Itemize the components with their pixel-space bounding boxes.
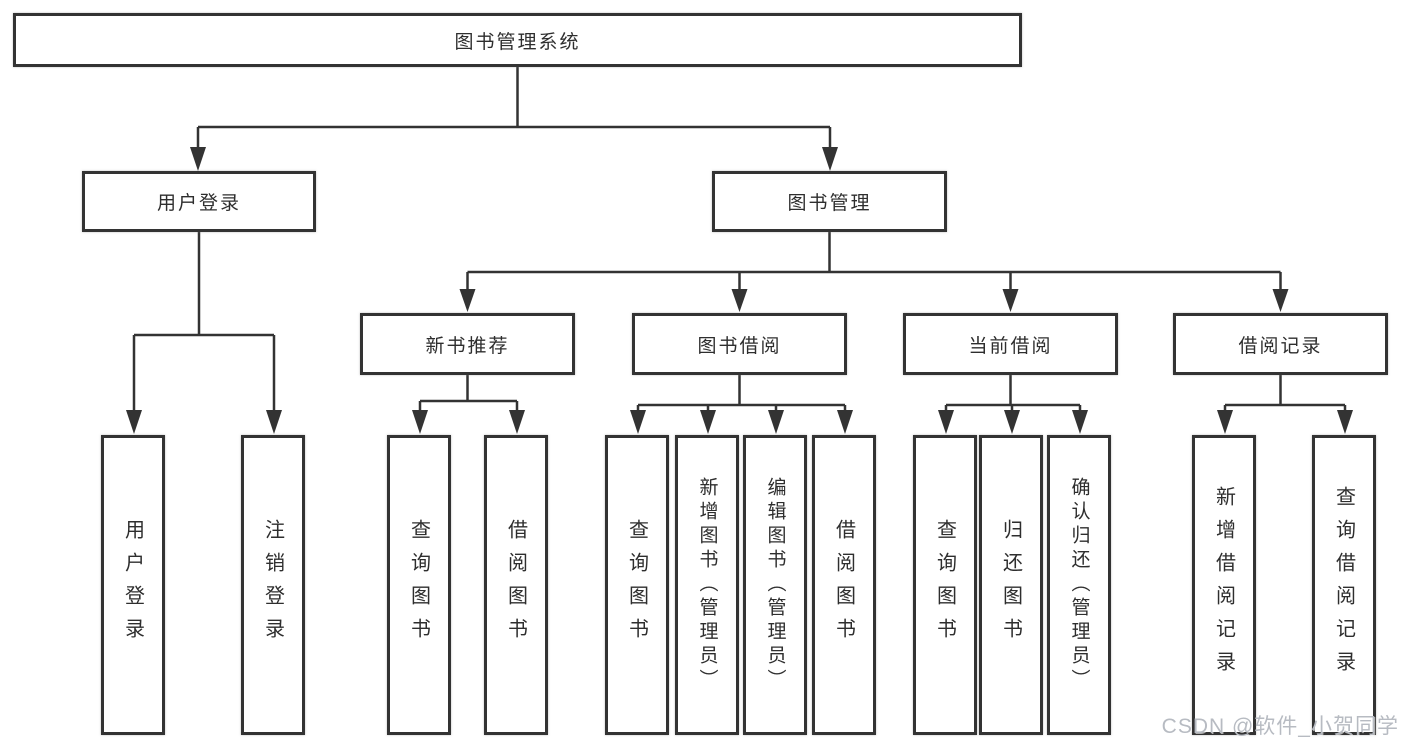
connector-borrow-records-to-leaves [1217, 375, 1353, 434]
arrowhead [938, 410, 954, 434]
leaf-user-login: 用户登录 [101, 435, 165, 735]
arrowhead [822, 147, 838, 171]
leaf-edit-book-admin: 编辑图书（管理员） [743, 435, 807, 735]
node-root-system: 图书管理系统 [13, 13, 1022, 67]
arrowhead [509, 410, 525, 434]
leaf-query-books-current: 查询图书 [913, 435, 977, 735]
connector-book-management-to-level3 [459, 232, 1289, 312]
node-label: 用户登录 [156, 193, 241, 214]
arrowhead [768, 410, 784, 434]
node-label: 当前借阅 [968, 335, 1053, 357]
arrowhead [1004, 410, 1020, 434]
leaf-add-book-admin: 新增图书（管理员） [675, 435, 739, 735]
arrowhead [412, 410, 428, 434]
node-current-borrow: 当前借阅 [903, 313, 1118, 375]
node-new-book-recommend: 新书推荐 [360, 313, 575, 375]
arrowhead [190, 147, 206, 171]
arrowhead [1072, 410, 1088, 434]
leaf-query-borrow-record: 查询借阅记录 [1312, 435, 1376, 735]
arrowhead [630, 410, 646, 434]
arrowhead [837, 410, 853, 434]
node-label: 图书管理 [787, 193, 872, 214]
node-label: 新书推荐 [425, 335, 510, 357]
leaf-logout: 注销登录 [241, 435, 305, 735]
node-label: 图书借阅 [697, 335, 782, 357]
node-book-management: 图书管理 [712, 171, 947, 232]
arrowhead [126, 410, 142, 434]
node-borrow-records: 借阅记录 [1173, 313, 1388, 375]
node-label: 借阅记录 [1238, 335, 1323, 357]
arrowhead [1272, 289, 1289, 312]
node-user-login: 用户登录 [82, 171, 316, 232]
leaf-borrow-books-recommend: 借阅图书 [484, 435, 548, 735]
node-label: 图书管理系统 [454, 31, 581, 53]
connector-new-book-recommend-to-leaves [412, 375, 525, 434]
arrowhead [459, 289, 476, 312]
arrowhead [700, 410, 716, 434]
leaf-confirm-return-admin: 确认归还（管理员） [1047, 435, 1111, 735]
connector-user-login-to-leaves [126, 232, 282, 434]
arrowhead [1002, 289, 1019, 312]
leaf-add-borrow-record: 新增借阅记录 [1192, 435, 1256, 735]
arrowhead [1217, 410, 1233, 434]
connector-book-borrow-to-leaves [630, 375, 853, 434]
leaf-query-books-recommend: 查询图书 [387, 435, 451, 735]
arrowhead [266, 410, 282, 434]
arrowhead [1337, 410, 1353, 434]
connector-current-borrow-to-leaves [938, 375, 1088, 434]
node-book-borrow: 图书借阅 [632, 313, 847, 375]
leaf-borrow-books: 借阅图书 [812, 435, 876, 735]
arrowhead [731, 289, 748, 312]
leaf-query-books-borrow: 查询图书 [605, 435, 669, 735]
leaf-return-books: 归还图书 [979, 435, 1043, 735]
connector-root-to-level2 [190, 67, 838, 171]
csdn-watermark: CSDN @软件_小贺同学 [1161, 715, 1399, 738]
